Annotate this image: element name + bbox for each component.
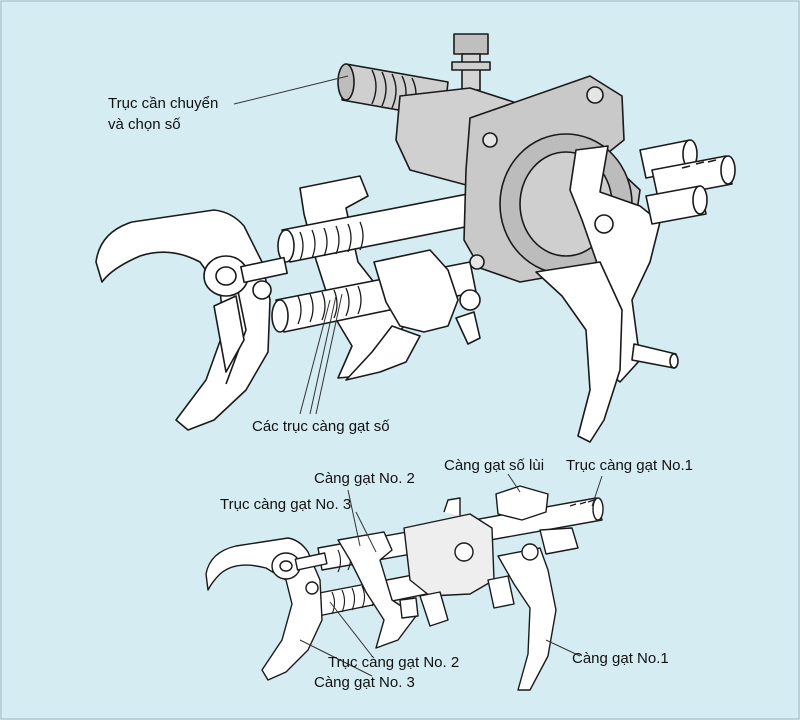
lower-shaft-spring xyxy=(297,285,362,325)
right-shift-fork xyxy=(535,261,623,443)
bottom-fork-no1 xyxy=(497,547,557,691)
label-selector-shaft-line2: và chọn số xyxy=(108,116,181,133)
top-bolt xyxy=(451,33,491,91)
bottom-assembly xyxy=(205,485,604,691)
label-fork-shafts: Các trục càng gạt số xyxy=(252,418,390,435)
bottom-selector-body xyxy=(403,513,495,597)
selector-spring xyxy=(371,69,417,113)
middle-shift-fork xyxy=(373,249,459,333)
label-fork-shaft-no2: Trục càng gạt No. 2 xyxy=(328,654,460,671)
bottom-reverse-fork xyxy=(495,485,549,521)
top-assembly xyxy=(95,33,736,443)
label-fork-no1: Càng gạt No.1 xyxy=(572,650,669,667)
label-fork-no2: Càng gạt No. 2 xyxy=(314,470,415,487)
top-leaders xyxy=(233,75,349,415)
bottom-leaders xyxy=(299,473,603,677)
label-fork-shaft-no3: Trục càng gạt No. 3 xyxy=(220,496,352,513)
bottom-fork-no2 xyxy=(337,531,417,649)
right-shaft-ends xyxy=(639,139,736,225)
label-reverse-fork: Càng gạt số lùi xyxy=(444,457,545,474)
label-selector-shaft-line1: Trục cần chuyển xyxy=(108,95,219,112)
label-fork-shaft-no1: Trục càng gạt No.1 xyxy=(566,457,694,474)
label-fork-no3: Càng gạt No. 3 xyxy=(314,674,415,691)
upper-shaft-spring xyxy=(299,221,364,261)
